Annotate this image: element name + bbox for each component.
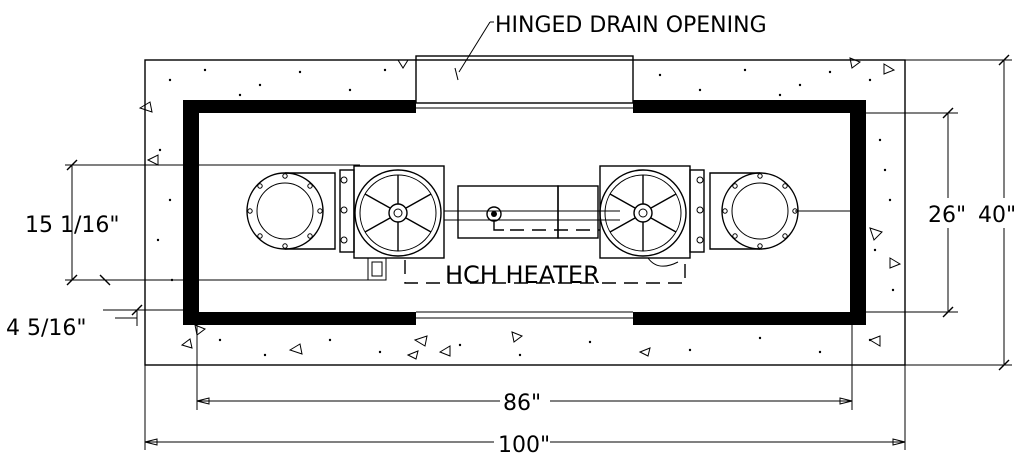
right-handwheel (599, 169, 687, 267)
concrete-slab (144, 59, 906, 366)
dim-pipe-height-lines (65, 159, 370, 286)
dim-outer-height-label: 40" (978, 203, 1016, 228)
drain-opening-leader (458, 21, 494, 73)
dim-pipe-offset-label: 4 5/16" (6, 316, 87, 341)
right-outlet-flange (709, 172, 799, 250)
heater-core (444, 185, 620, 239)
left-inlet-flange (246, 172, 336, 250)
heater-label: HCH HEATER (445, 261, 600, 289)
concrete-texture (156, 68, 895, 357)
dim-outer-width-lines (144, 365, 906, 450)
dim-inner-width-label: 86" (503, 391, 541, 416)
drain-opening-label: HINGED DRAIN OPENING (495, 13, 767, 38)
dim-inner-height-label: 26" (928, 203, 966, 228)
dim-pipe-height-label: 15 1/16" (25, 213, 120, 238)
drain-opening-top (415, 55, 634, 109)
left-valve-body (339, 165, 445, 281)
dim-outer-height-lines (905, 54, 1012, 371)
vault-wall (183, 100, 866, 325)
heater-outline (404, 260, 686, 284)
dim-inner-height-lines (866, 107, 958, 318)
dim-inner-width-lines (196, 325, 853, 410)
drain-opening-bottom (416, 311, 633, 319)
aggregate-triangles (138, 57, 902, 360)
heater-assembly (246, 165, 850, 284)
left-handwheel (354, 169, 442, 257)
dim-outer-width-label: 100" (498, 433, 550, 458)
dim-pipe-offset-lines (103, 304, 185, 326)
